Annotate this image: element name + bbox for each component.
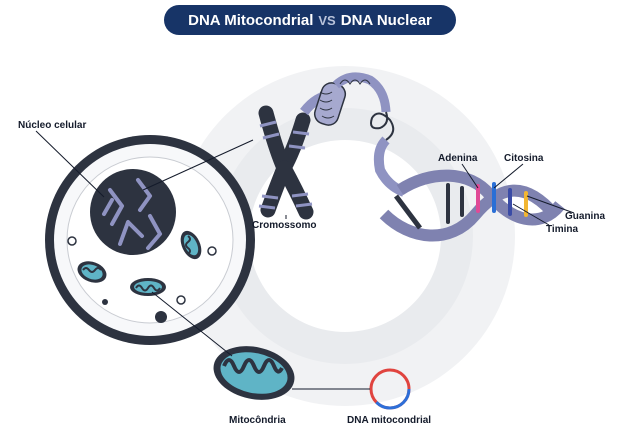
leader-nucleus [35,130,105,198]
leader-thymine [512,203,550,226]
cell-mitochondrion-1 [77,261,107,283]
mitochondrion-large [213,346,295,400]
title-right: DNA Nuclear [340,11,432,29]
label-thymine: Timina [546,224,579,235]
cell [45,135,255,345]
leader-chromosome-upper [142,139,254,191]
label-chromosome: Cromossomo [252,220,317,231]
cell-mitochondrion-3 [130,278,166,296]
label-adenine: Adenina [438,153,478,164]
mtdna-ring [369,368,411,410]
label-guanine: Guanina [565,211,606,222]
page-title: DNA Mitocondrial VS DNA Nuclear [164,5,456,35]
label-mtdna: DNA mitocondrial [347,415,432,426]
chromosome [258,105,314,220]
title-vs: VS [318,12,336,28]
leader-guanine [526,195,575,214]
cell-vesicles [67,236,217,323]
cell-mitochondrion-2 [180,230,202,260]
leader-lines [35,130,575,390]
label-nucleus: Núcleo celular [18,120,87,131]
label-cytosine: Citosina [504,153,544,164]
chromatin-coil [300,72,406,197]
leader-cytosine [493,163,524,189]
leader-adenine [461,163,479,189]
label-mitochondrion: Mitocôndria [229,415,286,426]
leader-mito [151,291,233,357]
cell-nucleus [90,169,176,255]
title-left: DNA Mitocondrial [188,11,314,29]
